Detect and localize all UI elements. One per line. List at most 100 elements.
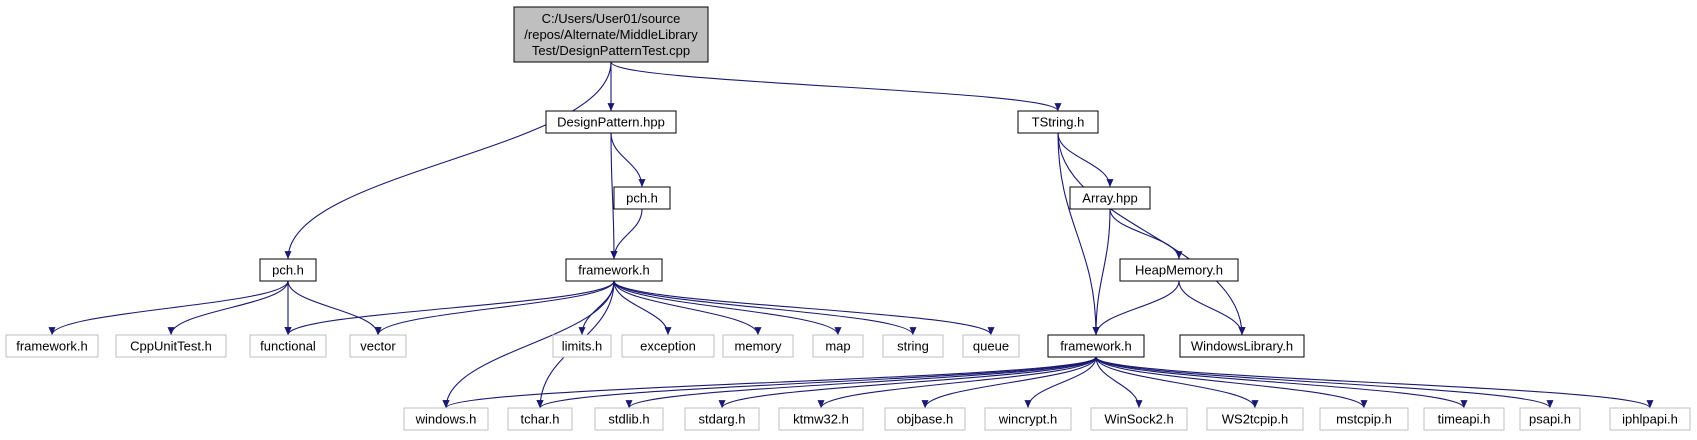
graph-node-stdarg: stdarg.h [684, 407, 760, 431]
node-box [259, 258, 317, 282]
edge-fw_mid-to-functional [284, 280, 615, 336]
edge-designpattern-to-fw_mid [610, 132, 618, 260]
graph-node-timeapi: timeapi.h [1423, 407, 1505, 431]
edge-fw_mid-to-memory [613, 280, 762, 336]
node-box [1179, 334, 1305, 358]
graph-node-mstcpip: mstcpip.h [1319, 407, 1409, 431]
node-label: ktmw32.h [793, 412, 849, 427]
node-label: objbase.h [897, 412, 953, 427]
edge-fw_right-to-psapi [1095, 356, 1554, 409]
node-label: CppUnitTest.h [130, 339, 212, 354]
edge-root-to-tstring [610, 61, 1062, 112]
node-box [249, 334, 327, 358]
node-label: Test/DesignPatternTest.cpp [532, 43, 690, 58]
edge-array-to-fw_right [1092, 208, 1111, 336]
edge-fw_right-to-winsock2 [1095, 356, 1143, 409]
node-box [1206, 407, 1304, 431]
graph-node-wincrypt: wincrypt.h [984, 407, 1072, 431]
node-box [613, 186, 671, 210]
graph-node-winsock2: WinSock2.h [1090, 407, 1188, 431]
node-box [594, 407, 664, 431]
graph-node-ws2tcpip: WS2tcpip.h [1206, 407, 1304, 431]
graph-node-array[interactable]: Array.hpp [1069, 186, 1151, 210]
node-box [778, 407, 864, 431]
edge-pch2-to-fw_mid [610, 208, 643, 260]
graph-node-designpattern[interactable]: DesignPattern.hpp [545, 110, 677, 134]
node-label: WinSock2.h [1104, 412, 1173, 427]
edge-tstring-to-winlib [1057, 132, 1246, 336]
edge-fw_right-to-windows [442, 356, 1097, 409]
node-label: framework.h [16, 339, 88, 354]
node-box [1609, 407, 1691, 431]
node-label: vector [360, 339, 396, 354]
edge-pch1-to-cppunit [167, 280, 289, 336]
graph-node-pch1[interactable]: pch.h [259, 258, 317, 282]
node-label: functional [260, 339, 316, 354]
node-label: windows.h [415, 412, 477, 427]
graph-node-heap[interactable]: HeapMemory.h [1119, 258, 1239, 282]
node-label: framework.h [578, 263, 650, 278]
edge-heap-to-winlib [1178, 280, 1246, 336]
edge-fw_right-to-stdarg [718, 356, 1097, 409]
node-label: exception [640, 339, 696, 354]
edge-fw_mid-to-string [613, 280, 917, 336]
node-label: pch.h [272, 263, 304, 278]
node-box [621, 334, 715, 358]
graph-node-windows: windows.h [403, 407, 489, 431]
graph-node-tstring[interactable]: TString.h [1017, 110, 1099, 134]
node-label: iphlpapi.h [1622, 412, 1678, 427]
node-box [1047, 334, 1145, 358]
node-box [507, 407, 573, 431]
node-box [1069, 186, 1151, 210]
node-label: limits.h [562, 339, 602, 354]
edge-fw_right-to-tchar [536, 356, 1097, 409]
node-box [513, 6, 709, 63]
edge-fw_right-to-ktmw32 [817, 356, 1097, 409]
graph-node-fw_mid[interactable]: framework.h [565, 258, 663, 282]
edge-fw_right-to-objbase [921, 356, 1097, 409]
graph-node-fw_right[interactable]: framework.h [1047, 334, 1145, 358]
edge-fw_right-to-iphlpapi [1095, 356, 1654, 409]
graph-node-functional: functional [249, 334, 327, 358]
edge-tstring-to-fw_right [1057, 132, 1100, 336]
node-box [545, 110, 677, 134]
node-box [349, 334, 407, 358]
edge-root-to-pch1 [284, 61, 612, 260]
node-label: stdarg.h [699, 412, 746, 427]
edge-fw_right-to-mstcpip [1095, 356, 1368, 409]
node-label: pch.h [626, 191, 658, 206]
graph-node-pch2[interactable]: pch.h [613, 186, 671, 210]
graph-node-winlib[interactable]: WindowsLibrary.h [1179, 334, 1305, 358]
edge-heap-to-fw_right [1092, 280, 1180, 336]
node-box [1319, 407, 1409, 431]
edge-fw_mid-to-map [613, 280, 842, 336]
edge-fw_right-to-stdlib [625, 356, 1097, 409]
edge-tstring-to-array [1057, 132, 1114, 188]
edge-fw_mid-to-windows [442, 280, 615, 409]
edge-pch1-to-fw_left [48, 280, 289, 336]
node-box [884, 407, 966, 431]
node-box [5, 334, 99, 358]
node-box [1119, 258, 1239, 282]
node-box [403, 407, 489, 431]
edge-array-to-heap [1109, 208, 1183, 260]
node-label: memory [735, 339, 782, 354]
graph-node-cppunit: CppUnitTest.h [115, 334, 227, 358]
node-box [722, 334, 794, 358]
graph-node-root[interactable]: C:/Users/User01/source/repos/Alternate/M… [513, 6, 709, 63]
node-box [882, 334, 944, 358]
graph-node-string: string [882, 334, 944, 358]
graph-node-memory: memory [722, 334, 794, 358]
node-label: tchar.h [520, 412, 559, 427]
node-label: DesignPattern.hpp [557, 115, 665, 130]
node-label: TString.h [1032, 115, 1085, 130]
node-box [115, 334, 227, 358]
graph-node-limits: limits.h [552, 334, 612, 358]
node-label: /repos/Alternate/MiddleLibrary [524, 27, 698, 42]
edge-fw_mid-to-exception [613, 280, 672, 336]
node-label: WS2tcpip.h [1222, 412, 1288, 427]
edge-designpattern-to-pch2 [610, 132, 646, 188]
node-label: timeapi.h [1438, 412, 1491, 427]
node-label: framework.h [1060, 339, 1132, 354]
edge-fw_mid-to-queue [613, 280, 995, 336]
